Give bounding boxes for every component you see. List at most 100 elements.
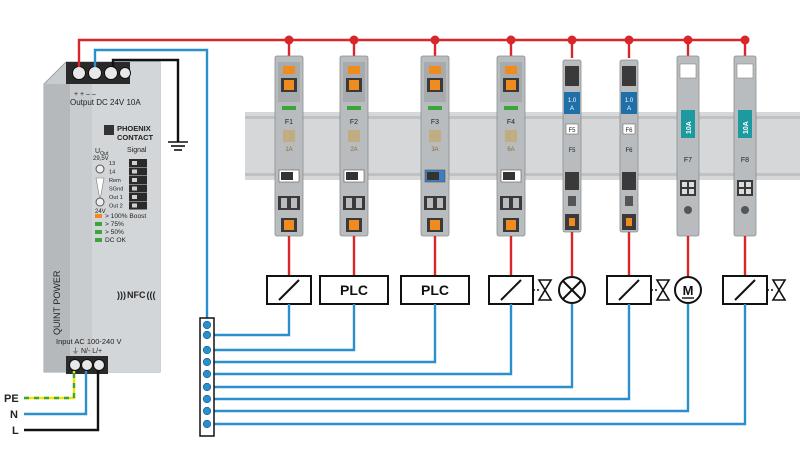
n-wire <box>24 371 88 416</box>
breaker-rating-label: 1A <box>285 147 292 153</box>
breaker-contact[interactable] <box>739 182 744 187</box>
brand-logo: PHOENIX CONTACT <box>104 124 154 142</box>
breaker-toggle-lever[interactable] <box>503 172 515 180</box>
signal-terminal-contact[interactable] <box>132 169 137 174</box>
uout-potentiometer-icon-2[interactable] <box>95 197 105 207</box>
breaker-id-label: F3 <box>431 119 439 126</box>
breaker-bottom-screw-orange[interactable] <box>430 220 440 230</box>
breaker-toggle-lever[interactable] <box>346 172 358 180</box>
breaker-bottom-screw[interactable] <box>291 198 297 208</box>
terminal-point[interactable] <box>202 419 212 429</box>
terminal-point[interactable] <box>202 406 212 416</box>
terminal-release-tab[interactable] <box>283 66 295 74</box>
bus-junction-dot <box>624 35 634 45</box>
breaker-contact[interactable] <box>682 189 687 194</box>
terminal-release-tab[interactable] <box>505 66 517 74</box>
breaker-contact[interactable] <box>689 182 694 187</box>
breaker-contact[interactable] <box>739 189 744 194</box>
breaker-bottom-screw[interactable] <box>356 198 362 208</box>
signal-terminal-slot <box>129 184 147 193</box>
fuse-top-clamp <box>622 66 636 86</box>
breaker-bottom-screw-orange[interactable] <box>349 220 359 230</box>
breaker-bottom-screw[interactable] <box>513 198 519 208</box>
signal-terminal-contact[interactable] <box>132 186 137 191</box>
input-terminal-l[interactable] <box>93 359 105 371</box>
relay-coil-slash <box>500 279 522 301</box>
signal-terminal-contact[interactable] <box>132 195 137 199</box>
terminal-release-tab[interactable] <box>429 66 441 74</box>
uout-potentiometer-icon[interactable] <box>95 164 105 174</box>
breaker-status-led <box>282 106 296 110</box>
breaker-bottom-screw[interactable] <box>427 198 433 208</box>
breaker-top-screw[interactable] <box>349 80 359 90</box>
breaker-contact[interactable] <box>689 189 694 194</box>
breaker-bottom-screw-orange[interactable] <box>284 220 294 230</box>
breaker-logo-icon <box>429 130 441 142</box>
minus-return-black <box>111 58 180 142</box>
breaker-bottom-screw[interactable] <box>437 198 443 208</box>
supply-label-pe: PE <box>4 393 19 405</box>
uout-label: UOut <box>95 148 109 157</box>
breaker-contact[interactable] <box>682 182 687 187</box>
signal-terminal-label: SGnd <box>109 187 123 193</box>
fuse-contact[interactable] <box>568 196 576 206</box>
fuse-rating-unit: A <box>627 106 631 112</box>
minus-return-wire <box>207 304 291 337</box>
signal-terminal-contact[interactable] <box>132 161 137 165</box>
breaker-id-label: F8 <box>741 157 749 164</box>
relay-coil-slash <box>618 279 640 301</box>
signal-terminal-slot <box>129 201 147 210</box>
output-terminal-screw[interactable] <box>104 66 118 80</box>
bus-junction-dot <box>430 35 440 45</box>
supply-label-l: L <box>12 425 19 437</box>
bus-junction-dot <box>284 35 294 45</box>
breaker-toggle-lever[interactable] <box>427 172 439 180</box>
fuse-id-tag-label: F6 <box>625 128 633 134</box>
breaker-bottom-screw[interactable] <box>503 198 509 208</box>
breaker-top-screw[interactable] <box>284 80 294 90</box>
terminal-point[interactable] <box>202 357 212 367</box>
breaker-bottom-screw-orange[interactable] <box>506 220 516 230</box>
fuse-bottom-screw[interactable] <box>626 218 632 226</box>
terminal-point[interactable] <box>202 345 212 355</box>
breaker-id-label: F7 <box>684 157 692 164</box>
breaker-top-screw[interactable] <box>430 80 440 90</box>
breaker-screw[interactable] <box>684 206 692 214</box>
terminal-point[interactable] <box>202 382 212 392</box>
psu-side-strip <box>44 84 70 372</box>
breaker-bottom-screw[interactable] <box>281 198 287 208</box>
fuse-contact[interactable] <box>625 196 633 206</box>
status-led-list: > 100% Boost> 75%> 50%DC OK <box>95 213 146 244</box>
output-terminal-screw[interactable] <box>72 66 86 80</box>
fuse-rating-plate <box>621 92 637 114</box>
status-led-indicator <box>95 214 102 218</box>
breaker-bottom-screw[interactable] <box>346 198 352 208</box>
breaker-screw[interactable] <box>741 206 749 214</box>
output-terminal-screw[interactable] <box>88 66 102 80</box>
fuse-bottom-screw[interactable] <box>569 218 575 226</box>
breaker-toggle-lever[interactable] <box>281 172 293 180</box>
output-terminal-screw[interactable] <box>119 67 131 79</box>
terminal-release-tab[interactable] <box>348 66 360 74</box>
input-terminal-pe[interactable] <box>69 359 81 371</box>
bus-junction-dot <box>567 35 577 45</box>
terminal-point[interactable] <box>202 330 212 340</box>
signal-terminal-contact[interactable] <box>132 178 137 182</box>
terminal-point[interactable] <box>202 320 212 330</box>
terminal-point[interactable] <box>202 394 212 404</box>
signal-terminal-label: Out 1 <box>109 195 123 201</box>
breaker-id-label: F2 <box>350 119 358 126</box>
output-label: Output DC 24V 10A <box>70 98 141 107</box>
signal-terminal-contact[interactable] <box>132 203 137 208</box>
breaker-logo-icon <box>348 130 360 142</box>
uout-value: 29,5V <box>93 156 109 162</box>
terminal-point[interactable] <box>202 369 212 379</box>
breaker-top-screw[interactable] <box>506 80 516 90</box>
breaker-contact[interactable] <box>746 182 751 187</box>
input-terminal-n[interactable] <box>81 359 93 371</box>
breaker-contact[interactable] <box>746 189 751 194</box>
